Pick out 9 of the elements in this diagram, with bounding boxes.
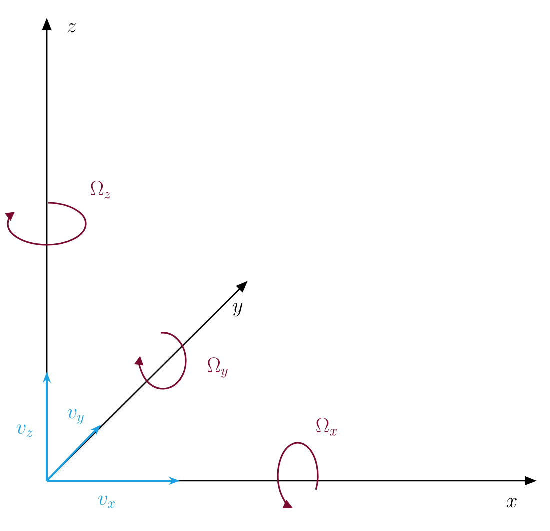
axis-label: $\Omega_x$ xyxy=(316,418,338,436)
axis-label: $z$ xyxy=(68,23,76,33)
axis-label: $x$ xyxy=(506,498,517,508)
axis-label: $\Omega_y$ xyxy=(208,358,228,378)
axis-label: $v_z$ xyxy=(16,424,33,438)
axis-label: $v_y$ xyxy=(68,409,84,425)
axis-label: $\Omega_z$ xyxy=(91,181,111,199)
axis-label: $y$ xyxy=(233,303,243,317)
axis-label: $v_x$ xyxy=(98,496,116,508)
